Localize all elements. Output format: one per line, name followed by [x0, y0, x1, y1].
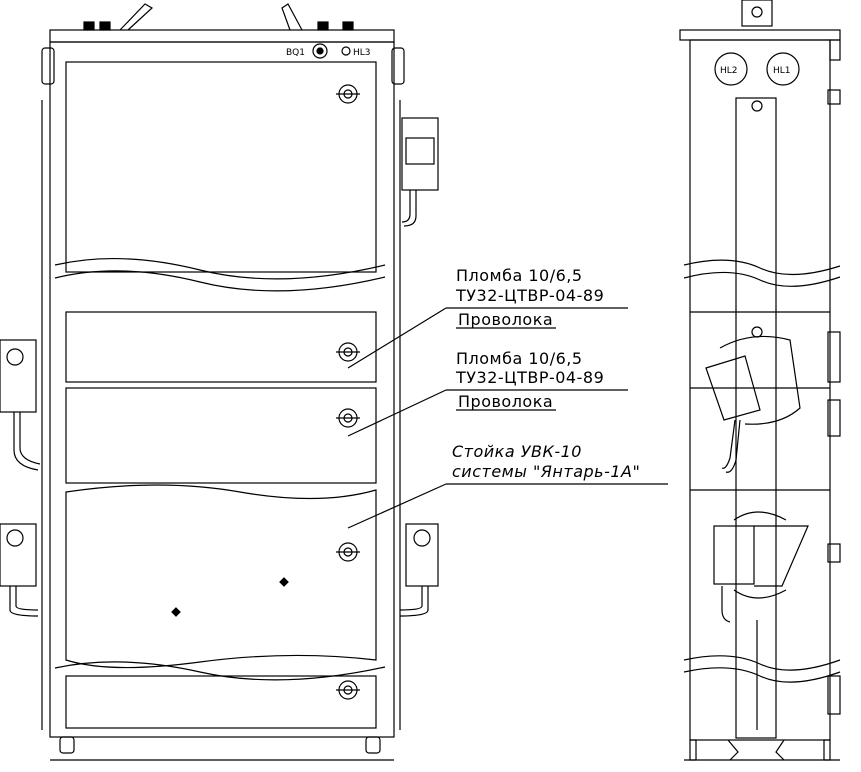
side-inner-post	[735, 97, 777, 739]
front-left-lug	[41, 47, 55, 85]
side-hl2-label: HL2	[720, 66, 738, 76]
side-top-lid	[679, 29, 841, 41]
callout-3-leader	[347, 483, 447, 529]
side-lock-2	[751, 326, 763, 338]
side-lower-box	[713, 511, 809, 623]
side-indicator-hl1	[766, 52, 800, 86]
side-right-lug	[829, 39, 841, 61]
front-door-3	[65, 387, 377, 484]
front-bq1-label: BQ1	[286, 48, 305, 58]
callout-2-leader	[347, 389, 447, 437]
callout-1-line-1: Пломба 10/6,5	[456, 266, 583, 285]
front-break-line-3	[54, 661, 386, 681]
callout-3-line-2: системы "Янтарь-1А"	[452, 462, 640, 481]
front-break-line-2	[54, 270, 386, 292]
callout-1-line-3: Проволока	[458, 310, 553, 329]
callout-1-leader	[347, 307, 447, 369]
side-break-line-4	[683, 667, 841, 683]
side-lock-1	[751, 100, 763, 112]
front-hl3-label: HL3	[353, 48, 371, 58]
front-lock-5	[336, 680, 360, 700]
front-door-4	[65, 484, 377, 669]
front-break-line-1	[54, 258, 386, 280]
front-indicator-bq1	[312, 43, 328, 59]
front-door-5	[65, 675, 377, 729]
front-foot-left	[59, 736, 75, 754]
side-break-line-3	[683, 655, 841, 671]
front-lower-right-box	[399, 523, 439, 617]
front-lifting-handles	[83, 3, 354, 31]
front-indicator-hl3	[341, 46, 351, 56]
side-break-line-2	[683, 271, 841, 287]
front-view: BQ1 HL3	[0, 3, 439, 761]
side-indicator-hl2	[714, 52, 748, 86]
callout-leaders	[347, 307, 668, 529]
side-right-hinges	[827, 89, 841, 715]
front-marker-1	[279, 577, 289, 587]
front-lock-1	[336, 84, 360, 104]
side-angled-junction-box	[705, 335, 801, 473]
side-feet	[689, 739, 831, 761]
front-lock-4	[336, 542, 360, 562]
front-door-1	[65, 61, 377, 273]
callout-labels: Пломба 10/6,5 ТУ32-ЦТВР-04-89 Проволока …	[452, 266, 640, 481]
front-left-connector-box	[0, 339, 41, 471]
front-foot-right	[365, 736, 381, 754]
front-door-2	[65, 311, 377, 383]
front-lower-left-box	[0, 523, 39, 617]
front-cabinet-body	[49, 41, 395, 738]
front-right-connector-box	[401, 117, 439, 227]
front-lock-3	[336, 408, 360, 428]
callout-2-line-2: ТУ32-ЦТВР-04-89	[455, 368, 604, 387]
side-break-line-1	[683, 259, 841, 276]
callout-1-line-2: ТУ32-ЦТВР-04-89	[455, 286, 604, 305]
callout-3-line-1: Стойка УВК-10	[452, 442, 582, 461]
callout-2-line-1: Пломба 10/6,5	[456, 349, 583, 368]
callout-2-line-3: Проволока	[458, 392, 553, 411]
front-marker-2	[171, 607, 181, 617]
front-top-lid	[49, 29, 395, 43]
side-view: HL2 HL1	[679, 0, 841, 761]
front-right-lug	[391, 47, 405, 85]
side-hanging-tab	[741, 0, 773, 27]
side-cabinet-body	[689, 39, 831, 741]
side-hl1-label: HL1	[773, 66, 791, 76]
front-lock-2	[336, 342, 360, 362]
